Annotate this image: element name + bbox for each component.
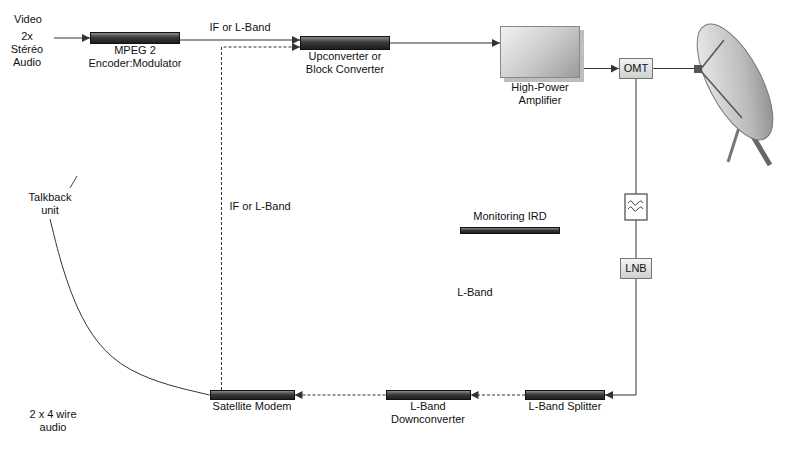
satellite-dish: [682, 13, 788, 165]
omt-box: OMT: [619, 58, 653, 79]
l-band-downconverter: L-Band Downconverter: [383, 390, 473, 426]
dish-reflector: [682, 13, 788, 150]
talkback-antenna: [70, 176, 77, 188]
l-band-splitter: L-Band Splitter: [525, 390, 605, 413]
device-label: Monitoring IRD: [455, 210, 565, 223]
encoder-modulator: MPEG 2 Encoder:Modulator: [80, 32, 190, 70]
amplifier-box: [500, 26, 580, 78]
waveguide-filter: [625, 194, 647, 220]
video-input-arrow: [54, 38, 90, 39]
signal-connector: [222, 47, 301, 390]
signal-connector: [605, 279, 636, 395]
device-body: [90, 32, 180, 44]
signal-connector: [471, 395, 526, 396]
device-body: [525, 390, 605, 400]
device-label: LNB: [625, 262, 646, 275]
device-label: Satellite Modem: [210, 400, 295, 413]
device-body: [460, 227, 560, 234]
connector-label: IF or L-Band: [228, 200, 293, 213]
filter-body: [625, 194, 647, 220]
high-power-amplifier: High-Power Amplifier: [490, 26, 590, 107]
monitoring-ird: Monitoring IRD: [455, 210, 565, 234]
feed-arm: [700, 40, 724, 70]
signal-label: Video: [8, 13, 48, 26]
signal-label: L-Band: [450, 286, 500, 299]
device-label: L-Band Splitter: [525, 400, 605, 413]
feed-arm: [700, 70, 742, 118]
signal-connector: [580, 68, 619, 69]
signal-connector: [295, 395, 386, 396]
signal-label: 2 x 4 wire audio: [22, 408, 84, 434]
filter-symbol: [628, 201, 643, 211]
device-body: [386, 390, 471, 400]
device-label: L-Band Downconverter: [383, 400, 473, 426]
connector-label: IF or L-Band: [207, 21, 272, 34]
device-label: High-Power Amplifier: [490, 81, 590, 107]
device-label: Talkback unit: [24, 191, 76, 217]
signal-label: 2x Stéréo Audio: [4, 30, 50, 69]
signal-connector: [635, 79, 636, 258]
signal-connector: [180, 40, 300, 41]
device-body: [300, 36, 390, 50]
signal-connector: [390, 43, 500, 44]
satellite-modem: Satellite Modem: [210, 390, 295, 413]
device-label: OMT: [624, 62, 648, 75]
upconverter: Upconverter or Block Converter: [300, 36, 390, 76]
device-label: MPEG 2 Encoder:Modulator: [80, 44, 190, 70]
signal-connector: [50, 219, 210, 395]
feed-waveguide: [653, 68, 694, 69]
talkback-unit: Talkback unit: [24, 191, 76, 217]
lnb-box: LNB: [620, 258, 651, 279]
device-body: [210, 390, 295, 400]
feed-horn: [694, 65, 702, 73]
device-label: Upconverter or Block Converter: [300, 50, 390, 76]
